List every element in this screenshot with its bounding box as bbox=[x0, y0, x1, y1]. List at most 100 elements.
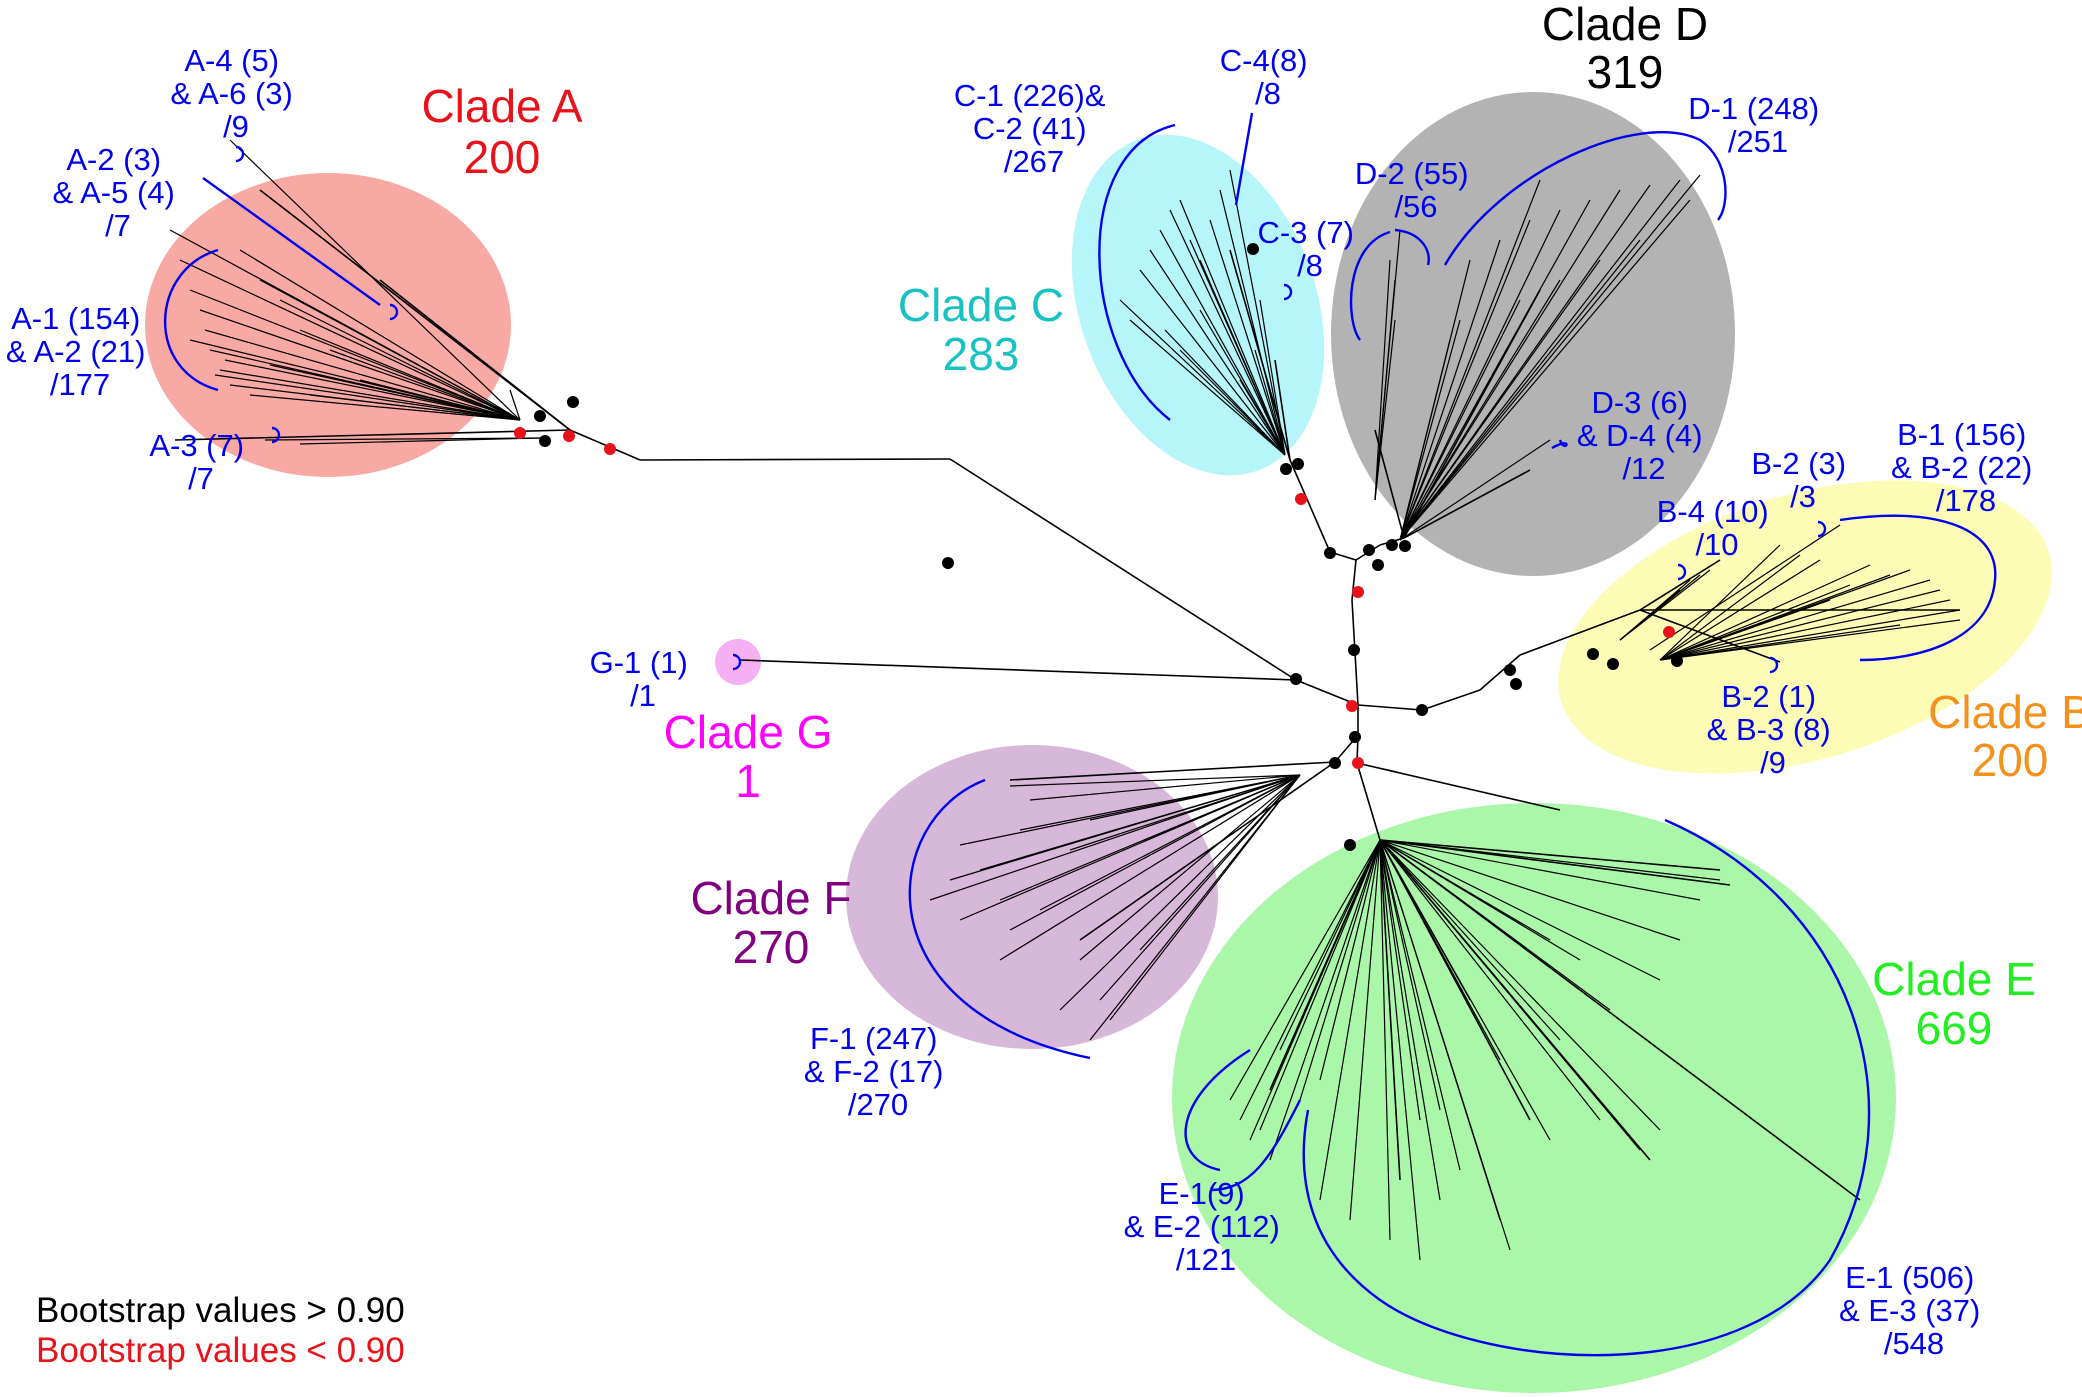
clade-e-region bbox=[1172, 803, 1896, 1393]
clade-f-count: 270 bbox=[733, 921, 810, 973]
bracket-d3d4 bbox=[1551, 439, 1568, 450]
clade-g-region bbox=[715, 639, 761, 685]
label-d1: D-1 (248) /251 bbox=[1688, 91, 1828, 159]
clade-d-count: 319 bbox=[1587, 46, 1664, 98]
clade-f-region bbox=[846, 745, 1218, 1049]
label-f1f2: F-1 (247) & F-2 (17) /270 bbox=[804, 1021, 952, 1122]
label-d2: D-2 (55) /56 bbox=[1355, 156, 1477, 224]
bracket-e1e2-outer bbox=[1184, 1048, 1251, 1172]
node-low bbox=[514, 427, 526, 439]
node-high bbox=[1290, 673, 1302, 685]
label-b4: B-4 (10) /10 bbox=[1657, 494, 1778, 562]
node-high bbox=[567, 396, 579, 408]
node-high bbox=[1344, 839, 1356, 851]
bracket-a2a5 bbox=[389, 303, 399, 321]
bracket-d2b bbox=[1394, 228, 1430, 266]
clade-a-region bbox=[145, 173, 511, 477]
node-high bbox=[1504, 664, 1516, 676]
clade-d-region bbox=[1331, 92, 1735, 576]
label-a2a5: A-2 (3) & A-5 (4) /7 bbox=[53, 142, 184, 243]
bracket-b2-top bbox=[1817, 520, 1827, 538]
node-high bbox=[1329, 757, 1341, 769]
bracket-b1b2 bbox=[1839, 514, 1997, 662]
clade-c-name: Clade C bbox=[898, 279, 1064, 331]
label-a1a2: A-1 (154) & A-2 (21) /177 bbox=[6, 301, 154, 402]
bracket-f1f2 bbox=[908, 778, 1091, 1060]
node-high bbox=[534, 410, 546, 422]
bracket-c1c2 bbox=[1098, 123, 1176, 421]
bracket-a1a2 bbox=[163, 248, 219, 392]
subclade-labels: A-4 (5) & A-6 (3) /9 A-2 (3) & A-5 (4) /… bbox=[6, 43, 2041, 1361]
clade-b-name: Clade B bbox=[1928, 686, 2082, 738]
node-high bbox=[539, 435, 551, 447]
node-high bbox=[1372, 559, 1384, 571]
bracket-b4 bbox=[1677, 563, 1687, 581]
node-high bbox=[1671, 655, 1683, 667]
clade-b-count: 200 bbox=[1972, 734, 2049, 786]
node-high bbox=[942, 557, 954, 569]
label-e1e3: E-1 (506) & E-3 (37) /548 bbox=[1839, 1260, 1989, 1361]
node-low bbox=[1295, 493, 1307, 505]
node-high bbox=[1324, 547, 1336, 559]
label-a4a6: A-4 (5) & A-6 (3) /9 bbox=[171, 43, 302, 144]
clade-labels: Clade A 200 Clade B 200 Clade C 283 Clad… bbox=[421, 0, 2082, 1054]
pointer-a2a5 bbox=[202, 177, 381, 306]
label-c1c2: C-1 (226)& C-2 (41) /267 bbox=[954, 78, 1114, 179]
clade-c-count: 283 bbox=[943, 328, 1020, 380]
label-g1: G-1 (1) /1 bbox=[590, 645, 697, 713]
bracket-a3 bbox=[271, 426, 281, 444]
clade-f-name: Clade F bbox=[690, 872, 851, 924]
node-high bbox=[1247, 243, 1259, 255]
bootstrap-legend: Bootstrap values > 0.90 Bootstrap values… bbox=[36, 1291, 405, 1370]
leaf-fans bbox=[169, 139, 1961, 1261]
subclade-brackets bbox=[163, 112, 1997, 1357]
bracket-b2b3 bbox=[1769, 656, 1779, 674]
node-high bbox=[1280, 463, 1292, 475]
clade-g-count: 1 bbox=[735, 755, 761, 807]
clade-e-count: 669 bbox=[1916, 1002, 1993, 1054]
label-d3d4: D-3 (6) & D-4 (4) /12 bbox=[1577, 385, 1711, 486]
clade-a-name: Clade A bbox=[421, 80, 582, 132]
node-high bbox=[1363, 544, 1375, 556]
bootstrap-nodes bbox=[514, 243, 1683, 851]
legend-high: Bootstrap values > 0.90 bbox=[36, 1291, 405, 1330]
label-b2b3: B-2 (1) & B-3 (8) /9 bbox=[1707, 679, 1840, 780]
node-high bbox=[1292, 458, 1304, 470]
bracket-g1 bbox=[732, 653, 742, 671]
node-high bbox=[1510, 678, 1522, 690]
node-high bbox=[1399, 540, 1411, 552]
label-c4: C-4(8) /8 bbox=[1220, 43, 1316, 111]
clade-g-name: Clade G bbox=[664, 706, 833, 758]
label-c3: C-3 (7) /8 bbox=[1257, 215, 1362, 283]
node-low bbox=[604, 443, 616, 455]
clade-a-count: 200 bbox=[464, 131, 541, 183]
bracket-d2 bbox=[1349, 230, 1391, 341]
node-low bbox=[1663, 626, 1675, 638]
clade-b-region bbox=[1558, 480, 2052, 774]
bracket-a4a6 bbox=[235, 145, 245, 163]
node-high bbox=[1587, 648, 1599, 660]
node-high bbox=[1349, 731, 1361, 743]
label-b1b2: B-1 (156) & B-2 (22) /178 bbox=[1891, 417, 2041, 518]
node-high bbox=[1607, 658, 1619, 670]
node-low bbox=[1352, 757, 1364, 769]
bracket-e1e2-inner bbox=[1209, 1099, 1302, 1192]
node-high bbox=[1386, 539, 1398, 551]
pointer-c4 bbox=[1234, 112, 1254, 206]
label-e1e2: E-1(9) & E-2 (112) /121 bbox=[1124, 1176, 1289, 1277]
legend-low: Bootstrap values < 0.90 bbox=[36, 1331, 405, 1370]
node-high bbox=[1416, 704, 1428, 716]
node-low bbox=[563, 430, 575, 442]
bracket-d1 bbox=[1443, 131, 1727, 266]
node-low bbox=[1346, 700, 1358, 712]
node-low bbox=[1352, 586, 1364, 598]
node-high bbox=[1348, 644, 1360, 656]
clade-c-region bbox=[1071, 134, 1325, 476]
bracket-e1e3 bbox=[1302, 818, 1871, 1357]
label-a3: A-3 (7) /7 bbox=[149, 428, 252, 496]
clade-backgrounds bbox=[145, 92, 2052, 1393]
label-b2: B-2 (3) /3 bbox=[1751, 446, 1854, 514]
clade-d-name: Clade D bbox=[1542, 0, 1708, 50]
bracket-c3 bbox=[1283, 283, 1293, 301]
